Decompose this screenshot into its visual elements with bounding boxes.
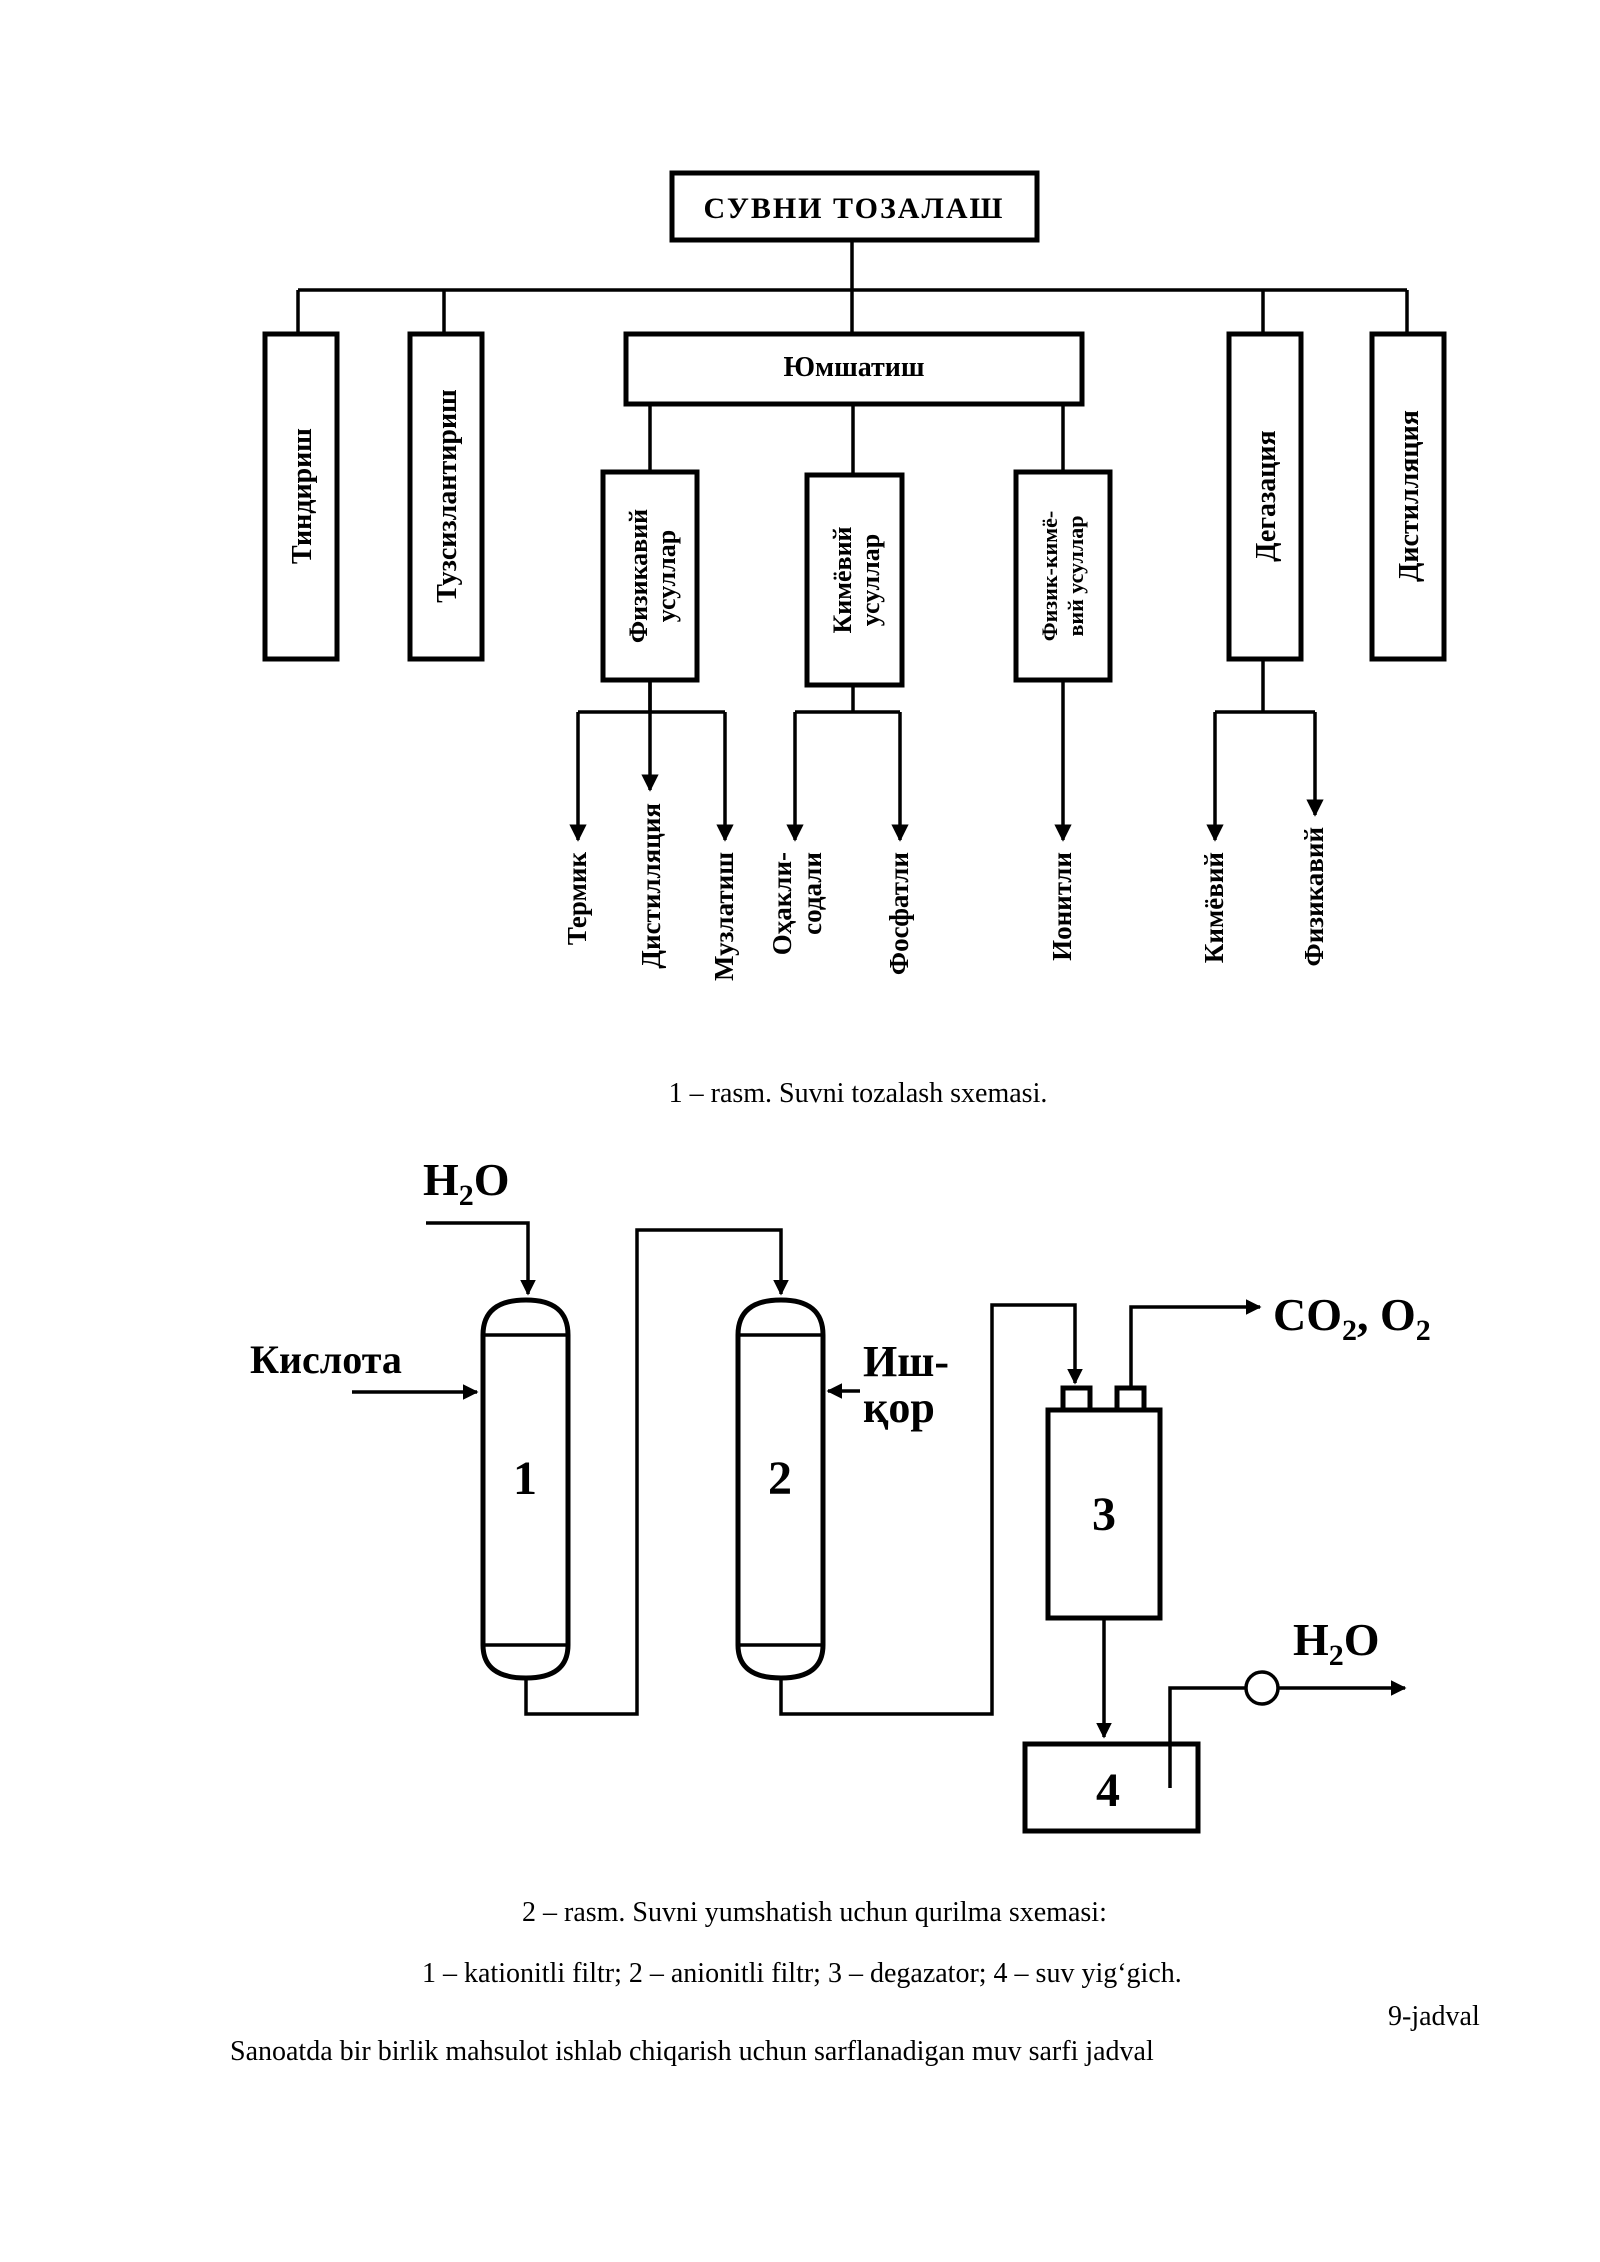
leaf-fosfatli: Фосфатли <box>884 852 914 975</box>
method-kimyoviy-line2: усуллар <box>856 534 885 626</box>
pipe-2-to-3 <box>779 1303 1083 1716</box>
method-fizik-kimyoviy: Физик-кимё- вий усуллар <box>1013 469 1113 683</box>
branch-degazatsiya-label: Дегазация <box>1251 430 1282 561</box>
method-fizik-kimyoviy-line2: вий усуллар <box>1063 516 1088 637</box>
leaf-kimyoviy: Кимёвий <box>1199 852 1229 963</box>
figure2-caption: 2 – rasm. Suvni yumshatish uchun qurilma… <box>522 1897 1107 1928</box>
branch-distillyatsiya: Дистилляция <box>1369 331 1447 662</box>
method-fizikaviy: Физикавий усуллар <box>600 469 700 683</box>
unit-1-cation-filter: 1 <box>480 1297 571 1681</box>
leaf-ionitli: Ионитли <box>1047 852 1077 961</box>
unit-4-number: 4 <box>1096 1764 1120 1817</box>
unit-1-number: 1 <box>513 1452 537 1505</box>
outlet-pipe <box>1168 1686 1246 1788</box>
method-kimyoviy: Кимёвий усуллар <box>804 472 905 688</box>
leaf-ohakli-line1: Оҳакли- <box>767 852 797 955</box>
branch-yumshatish: Юмшатиш <box>623 331 1085 407</box>
water-softening-apparatus-scheme: H2O Кислота 1 2 Иш- қор 3 CO2, O2 <box>250 1154 1431 1834</box>
branch-degazatsiya: Дегазация <box>1226 331 1304 662</box>
water-treatment-scheme: СУВНИ ТОЗАЛАШ Тиндириш Тузсизлантириш Юм… <box>262 170 1447 981</box>
root-node: СУВНИ ТОЗАЛАШ <box>669 170 1040 243</box>
leaf-muzlatish: Музлатиш <box>709 852 739 981</box>
unit-4-water-tank: 4 <box>1022 1741 1201 1834</box>
outlet-h2o-label: H2O <box>1293 1614 1380 1672</box>
unit-2-number: 2 <box>768 1452 792 1505</box>
leaf-ohakli-line2: содали <box>797 852 827 935</box>
tree-connectors <box>296 240 1409 842</box>
leaf-distillyatsiya: Дистилляция <box>636 803 666 969</box>
leaf-termik: Термик <box>562 852 592 946</box>
outlet-valve <box>1244 1670 1280 1706</box>
branch-tuzsizlantirish: Тузсизлантириш <box>407 331 485 662</box>
alkali-label-line1: Иш- <box>863 1337 949 1386</box>
branch-tuzsizlantirish-label: Тузсизлантириш <box>432 389 463 602</box>
method-fizik-kimyoviy-line1: Физик-кимё- <box>1037 511 1062 642</box>
branch-distillyatsiya-label: Дистилляция <box>1394 410 1425 582</box>
method-fizikaviy-line1: Физикавий <box>624 509 653 643</box>
table-label: 9-jadval <box>1388 2001 1480 2032</box>
inlet-h2o-label: H2O <box>423 1154 510 1212</box>
acid-label: Кислота <box>250 1337 402 1382</box>
unit-3-degasser: 3 <box>1045 1385 1163 1621</box>
inlet-h2o-pipe <box>426 1221 536 1296</box>
method-fizikaviy-line2: усуллар <box>652 530 681 622</box>
gas-outlet-pipe <box>1129 1299 1262 1388</box>
figure2-legend: 1 – kationitli filtr; 2 – anionitli filt… <box>422 1958 1182 1989</box>
figure1-caption: 1 – rasm. Suvni tozalash sxemasi. <box>668 1078 1048 1109</box>
pipe-1-to-2 <box>524 1228 789 1716</box>
branch-yumshatish-label: Юмшатиш <box>783 352 924 383</box>
root-label: СУВНИ ТОЗАЛАШ <box>704 192 1005 225</box>
branch-tindirish-label: Тиндириш <box>287 428 318 564</box>
gases-label: CO2, O2 <box>1273 1289 1431 1347</box>
unit-3-number: 3 <box>1092 1488 1116 1541</box>
alkali-label-line2: қор <box>863 1383 935 1432</box>
branch-tindirish: Тиндириш <box>262 331 340 662</box>
table-title: Sanoatda bir birlik mahsulot ishlab chiq… <box>230 2036 1154 2067</box>
unit-2-anion-filter: 2 <box>735 1297 826 1681</box>
leaf-fizikaviy: Физикавий <box>1299 827 1329 967</box>
method-kimyoviy-line1: Кимёвий <box>828 526 857 633</box>
